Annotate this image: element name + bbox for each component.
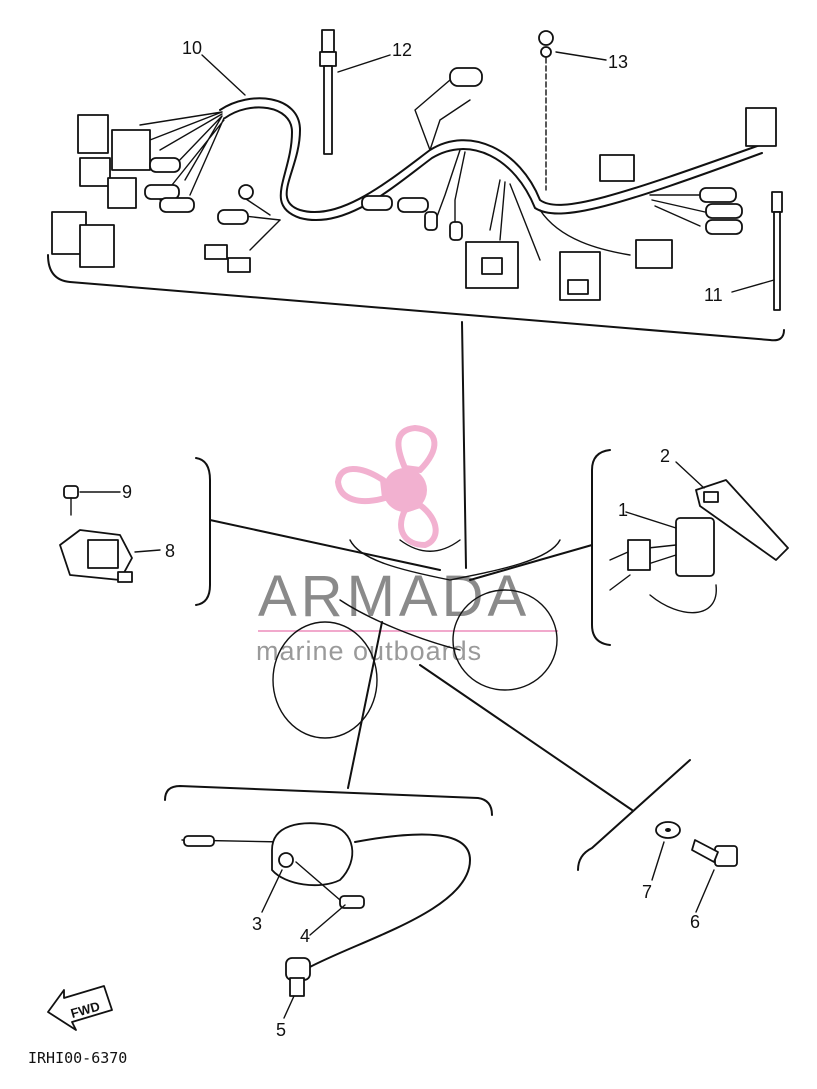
callout-1: 1	[618, 500, 628, 520]
wiring-harness-group	[47, 29, 785, 342]
callout-11: 11	[704, 285, 723, 305]
callout-8: 8	[165, 541, 175, 561]
sensor-group	[164, 621, 493, 1019]
callout-13: 13	[608, 52, 628, 72]
fwd-arrow-icon: FWD	[47, 985, 113, 1031]
engine-outline	[272, 539, 561, 739]
callout-4: 4	[300, 926, 310, 946]
callout-5: 5	[276, 1020, 286, 1040]
callout-12: 12	[392, 40, 412, 60]
armada-logo-icon	[334, 424, 439, 549]
callout-10: 10	[182, 38, 202, 58]
drawing-code: IRHI00-6370	[28, 1049, 127, 1067]
callout-2: 2	[660, 446, 670, 466]
callout-7: 7	[642, 882, 652, 902]
watermark-brand: ARMADA	[258, 564, 530, 629]
callout-9: 9	[122, 482, 132, 502]
ignition-coil-group	[469, 449, 789, 646]
watermark-tagline: marine outboards	[256, 636, 482, 666]
hardware-group	[419, 664, 738, 913]
rectifier-group	[59, 457, 441, 606]
callout-6: 6	[690, 912, 700, 932]
harness-group-bracket	[47, 254, 785, 342]
callout-3: 3	[252, 914, 262, 934]
